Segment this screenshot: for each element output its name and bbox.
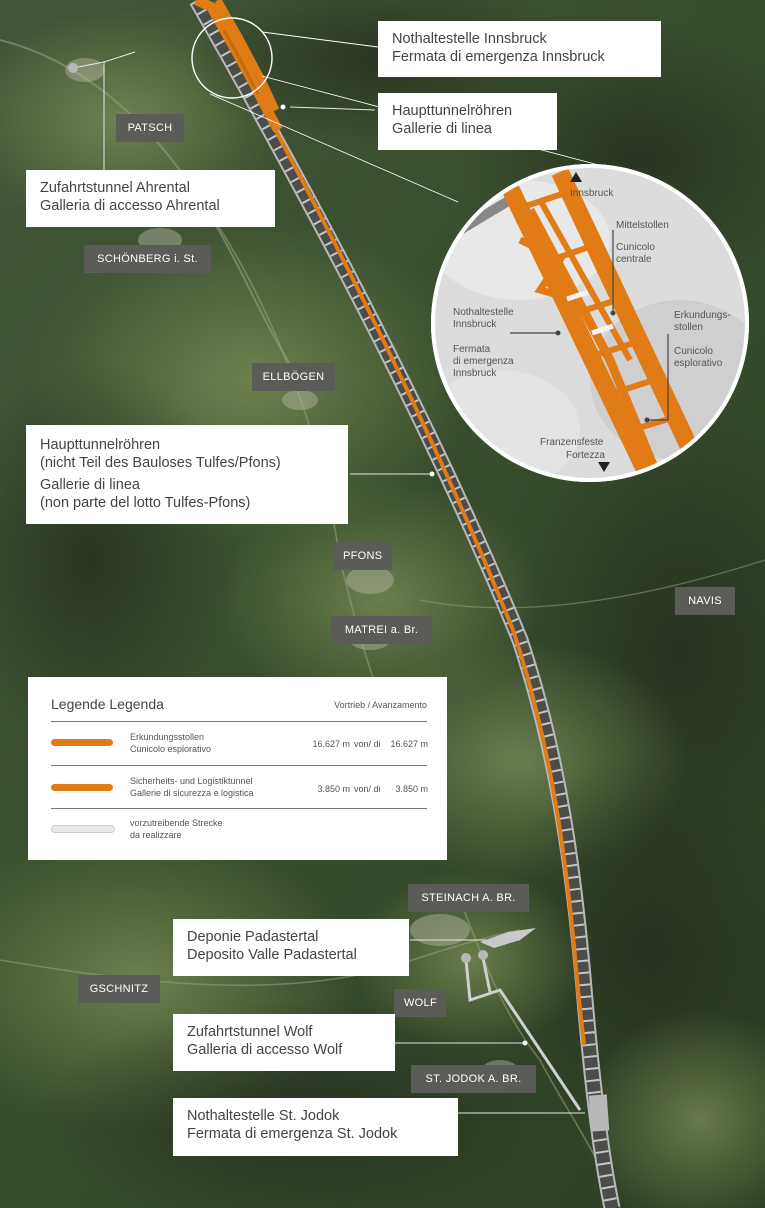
legend-title: Legende Legenda xyxy=(51,696,164,712)
callout-line: Fermata di emergenza St. Jodok xyxy=(187,1126,398,1142)
legend-header: Vortrieb / Avanzamento xyxy=(334,700,427,710)
callout-line: Nothaltestelle Innsbruck xyxy=(392,31,547,47)
callout-line: Zufahrtstunnel Wolf xyxy=(187,1024,313,1040)
zoom-circle xyxy=(191,17,273,99)
arrow-down-icon xyxy=(598,462,610,472)
inset-label-cunicolo-esplorativo-2: esplorativo xyxy=(674,358,723,369)
callout-line: Deponie Padastertal xyxy=(187,929,319,945)
wolf-portal-marker[interactable] xyxy=(478,950,488,960)
leader-line xyxy=(209,93,459,203)
legend-sep: von/ di xyxy=(354,784,381,794)
legend-swatch-logistics xyxy=(51,784,113,791)
callout-nothalt-stjodok[interactable]: Nothaltestelle St. Jodok Fermata di emer… xyxy=(173,1098,458,1156)
legend-swatch-exploratory xyxy=(51,739,113,746)
inset-label-fortezza: Fortezza xyxy=(566,450,605,461)
place-label-schoenberg[interactable]: SCHÖNBERG i. St. xyxy=(84,245,211,273)
inset-label-fermata-2: di emergenza xyxy=(453,356,514,367)
legend-total: 3.850 m xyxy=(395,784,428,794)
legend-label-logistics: Sicherheits- und Logistiktunnel Gallerie… xyxy=(130,775,254,799)
legend-value: 16.627 m xyxy=(312,739,350,749)
ahrental-portal-marker[interactable] xyxy=(68,63,78,73)
callout-line: Galleria di accesso Wolf xyxy=(187,1042,343,1058)
callout-line: Deposito Valle Padastertal xyxy=(187,947,357,963)
place-label-ellboegen[interactable]: ELLBÖGEN xyxy=(252,363,335,391)
callout-deponie[interactable]: Deponie Padastertal Deposito Valle Padas… xyxy=(173,919,409,976)
callout-line: (nicht Teil des Bauloses Tulfes/Pfons) xyxy=(40,455,281,471)
place-label-wolf[interactable]: WOLF xyxy=(394,989,446,1017)
inset-label-cunicolo-centrale-2: centrale xyxy=(616,254,652,265)
wolf-access-tunnel xyxy=(464,957,582,1111)
callout-leaders xyxy=(72,51,585,1114)
place-label-steinach[interactable]: STEINACH A. BR. xyxy=(408,884,529,912)
legend-label-planned: vorzutreibende Strecke da realizzare xyxy=(130,817,223,841)
legend-total: 16.627 m xyxy=(390,739,428,749)
arrow-up-icon xyxy=(570,172,582,182)
legend-label-exploratory: Erkundungsstollen Cunicolo esplorativo xyxy=(130,731,211,755)
callout-line: Galleria di accesso Ahrental xyxy=(40,198,220,214)
cross-passages xyxy=(222,29,260,95)
point-marker xyxy=(429,471,435,477)
inset-label-nothalt-2: Innsbruck xyxy=(453,319,497,330)
legend-sep: von/ di xyxy=(354,739,381,749)
place-label-stjodok[interactable]: ST. JODOK A. BR. xyxy=(411,1065,536,1093)
legend-label-it: da realizzare xyxy=(130,830,182,840)
legend-divider xyxy=(51,721,427,722)
stjodok-emergency-stop[interactable] xyxy=(588,1094,610,1132)
leader-line xyxy=(261,31,379,48)
legend-label-it: Cunicolo esplorativo xyxy=(130,744,212,754)
callout-line: Gallerie di linea xyxy=(392,121,492,137)
legend-label-de: Erkundungsstollen xyxy=(130,732,205,742)
place-label-navis[interactable]: NAVIS xyxy=(675,587,735,615)
inset-label-mittelstollen: Mittelstollen xyxy=(616,220,669,231)
place-label-pfons[interactable]: PFONS xyxy=(333,542,392,570)
exploratory-tunnel-excavated xyxy=(202,0,586,1046)
inset-label-fermata: Fermata xyxy=(453,344,491,355)
inset-label-erkundung-2: stollen xyxy=(674,322,703,333)
place-label-matrei[interactable]: MATREI a. Br. xyxy=(331,616,432,644)
inset-label-erkundung: Erkundungs- xyxy=(674,310,731,321)
logistics-tunnel-excavated xyxy=(193,0,283,133)
callout-line: (non parte del lotto Tulfes-Pfons) xyxy=(40,495,251,511)
point-marker xyxy=(280,104,286,110)
point-marker xyxy=(522,1040,528,1046)
legend-divider xyxy=(51,808,427,809)
planned-tunnel-rungs xyxy=(191,0,619,1208)
callout-line: Haupttunnelröhren xyxy=(392,103,513,119)
legend-divider xyxy=(51,765,427,766)
wolf-portal-marker[interactable] xyxy=(461,953,471,963)
inset-label-nothalt: Nothaltestelle xyxy=(453,307,514,318)
legend-swatch-planned xyxy=(51,825,115,833)
callout-zufahrt-ahrental[interactable]: Zufahrtstunnel Ahrental Galleria di acce… xyxy=(26,170,275,227)
callout-line: Zufahrtstunnel Ahrental xyxy=(40,180,190,196)
place-label-patsch[interactable]: PATSCH xyxy=(116,114,184,142)
inset-label-franzensfeste: Franzensfeste xyxy=(540,437,604,448)
inset-label-cunicolo-centrale: Cunicolo xyxy=(616,242,655,253)
callout-line: Fermata di emergenza Innsbruck xyxy=(392,49,605,65)
callout-haupttunnel-mid[interactable]: Haupttunnelröhren (nicht Teil des Baulos… xyxy=(26,425,348,524)
legend-value: 3.850 m xyxy=(317,784,350,794)
inset-label-innsbruck: Innsbruck xyxy=(570,188,614,199)
callout-haupttunnel-top[interactable]: Haupttunnelröhren Gallerie di linea xyxy=(378,93,557,150)
inset-label-cunicolo-esplorativo: Cunicolo xyxy=(674,346,713,357)
legend-label-de: vorzutreibende Strecke xyxy=(130,818,223,828)
callout-line: Haupttunnelröhren xyxy=(40,437,161,453)
inset-label-fermata-3: Innsbruck xyxy=(453,368,497,379)
callout-nothalt-innsbruck[interactable]: Nothaltestelle Innsbruck Fermata di emer… xyxy=(378,21,661,77)
padastertal-deposit[interactable] xyxy=(480,928,536,948)
legend-panel: Legende Legenda Vortrieb / Avanzamento E… xyxy=(28,677,447,860)
callout-line: Gallerie di linea xyxy=(40,477,140,493)
legend-label-de: Sicherheits- und Logistiktunnel xyxy=(130,776,253,786)
place-label-gschnitz[interactable]: GSCHNITZ xyxy=(78,975,160,1003)
inset-magnifier: Innsbruck Mittelstollen Cunicolo central… xyxy=(431,164,749,482)
legend-label-it: Gallerie di sicurezza e logistica xyxy=(130,788,254,798)
callout-zufahrt-wolf[interactable]: Zufahrtstunnel Wolf Galleria di accesso … xyxy=(173,1014,395,1071)
callout-line: Nothaltestelle St. Jodok xyxy=(187,1108,340,1124)
